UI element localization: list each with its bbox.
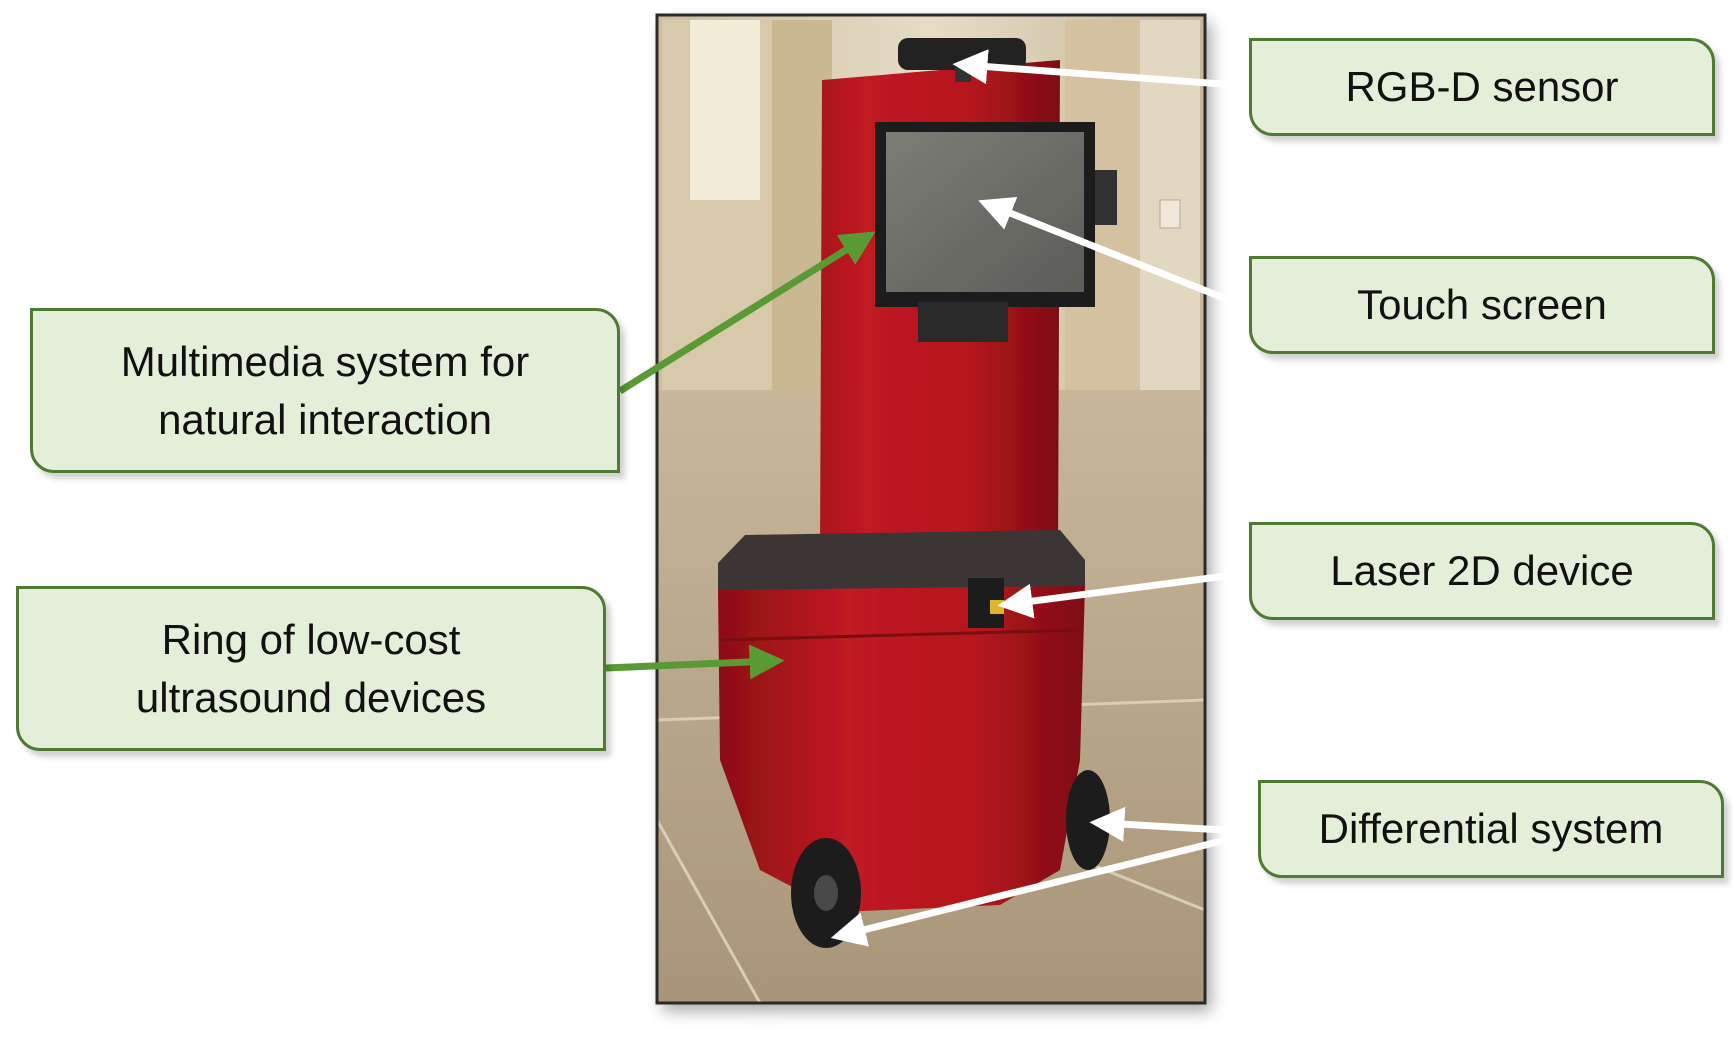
callout-multimedia-line1: Multimedia system for (120, 337, 530, 385)
callout-ring-line2: ultrasound devices (135, 673, 487, 721)
arrow-touch (978, 197, 1251, 312)
callout-ring-line1: Ring of low-cost (161, 615, 461, 663)
callout-rgbd-sensor: RGB-D sensor (1249, 38, 1715, 136)
callout-touch-label: Touch screen (1357, 281, 1607, 328)
callout-laser-device: Laser 2D device (1249, 522, 1715, 620)
callout-ring: Ring of low-cost ultrasound devices (16, 586, 606, 751)
arrow-differential-left (830, 828, 1259, 947)
callout-differential-label: Differential system (1318, 805, 1664, 852)
callout-touch-screen: Touch screen (1249, 256, 1715, 354)
callout-rgbd-label: RGB-D sensor (1345, 63, 1619, 110)
arrow-laser (997, 569, 1250, 619)
arrow-differential-right (1089, 806, 1259, 842)
callout-multimedia-line2: natural interaction (158, 395, 492, 443)
robot-photo (655, 15, 1206, 1004)
arrow-multimedia (618, 231, 876, 394)
arrow-rgbd (952, 49, 1250, 90)
callout-laser-label: Laser 2D device (1330, 547, 1634, 594)
callout-differential-system: Differential system (1258, 780, 1724, 878)
callout-multimedia: Multimedia system for natural interactio… (30, 308, 620, 473)
arrow-ring (605, 644, 785, 680)
